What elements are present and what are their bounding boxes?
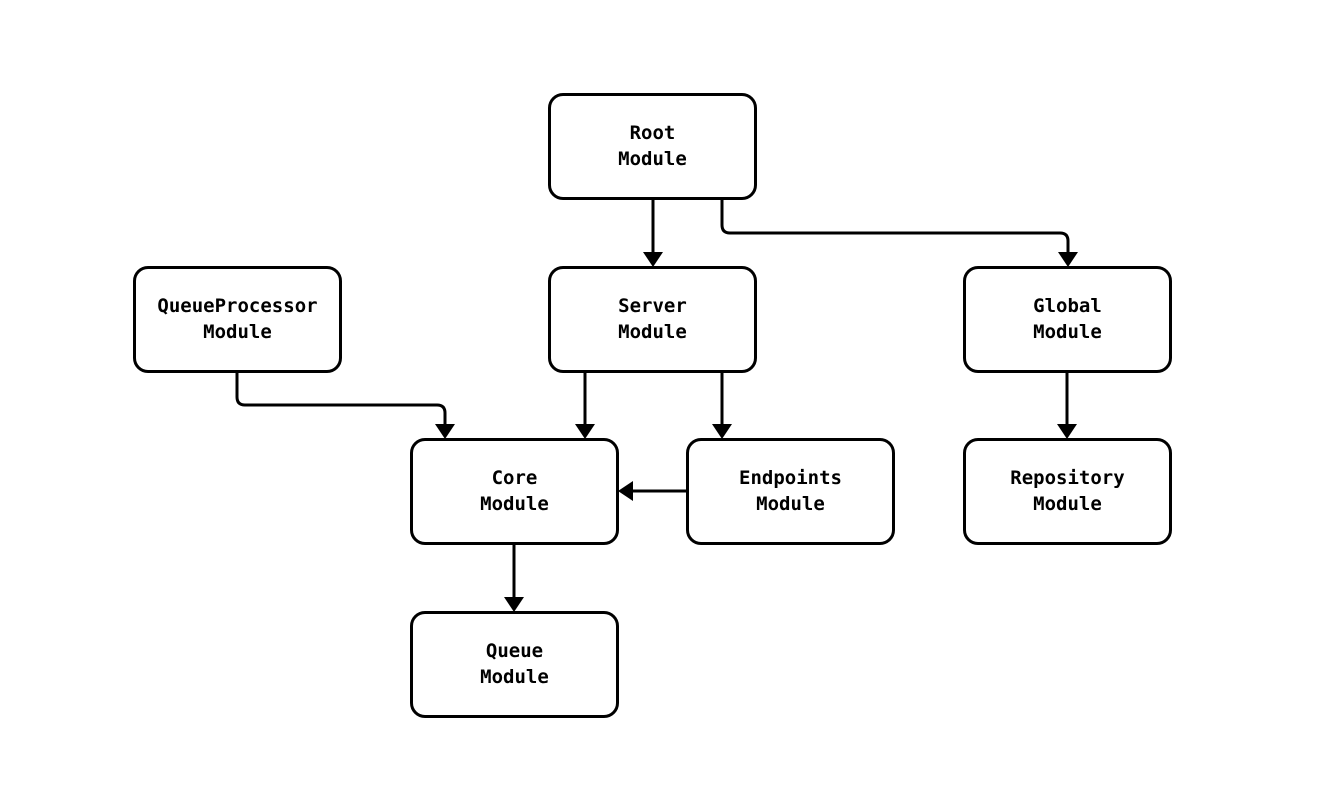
- node-label-line: QueueProcessor: [157, 294, 318, 317]
- arrowhead-core-queue: [504, 597, 524, 612]
- node-label-line: Endpoints: [739, 466, 842, 489]
- node-root-module: Root Module: [548, 93, 757, 200]
- node-label-line: Module: [203, 320, 272, 343]
- node-label-line: Root: [629, 121, 676, 144]
- arrowhead-endpoints-core: [618, 481, 633, 501]
- edge-root-global: [720, 198, 1070, 252]
- node-label-line: Module: [1033, 492, 1102, 515]
- node-label-line: Module: [480, 665, 549, 688]
- node-label-line: Core: [491, 466, 538, 489]
- node-queue-module: Queue Module: [410, 611, 619, 718]
- node-global-module: Global Module: [963, 266, 1172, 373]
- arrowhead-global-repository: [1057, 424, 1077, 439]
- node-label-line: Queue: [485, 639, 544, 662]
- arrowhead-server-endpoints: [712, 424, 732, 439]
- node-label-line: Module: [618, 320, 687, 343]
- node-label-line: Global: [1033, 294, 1102, 317]
- arrowhead-server-core: [575, 424, 595, 439]
- node-label-line: Module: [756, 492, 825, 515]
- node-repository-module: Repository Module: [963, 438, 1172, 545]
- edge-queueprocessor-core: [235, 373, 447, 424]
- arrowhead-queueprocessor-core: [435, 424, 455, 439]
- node-queueprocessor-module: QueueProcessor Module: [133, 266, 342, 373]
- node-endpoints-module: Endpoints Module: [686, 438, 895, 545]
- node-label-line: Module: [618, 147, 687, 170]
- arrowhead-root-global: [1058, 252, 1078, 267]
- node-label-line: Module: [1033, 320, 1102, 343]
- node-label-line: Server: [618, 294, 687, 317]
- node-core-module: Core Module: [410, 438, 619, 545]
- node-label-line: Module: [480, 492, 549, 515]
- arrowhead-root-server: [643, 252, 663, 267]
- node-server-module: Server Module: [548, 266, 757, 373]
- node-label-line: Repository: [1010, 466, 1125, 489]
